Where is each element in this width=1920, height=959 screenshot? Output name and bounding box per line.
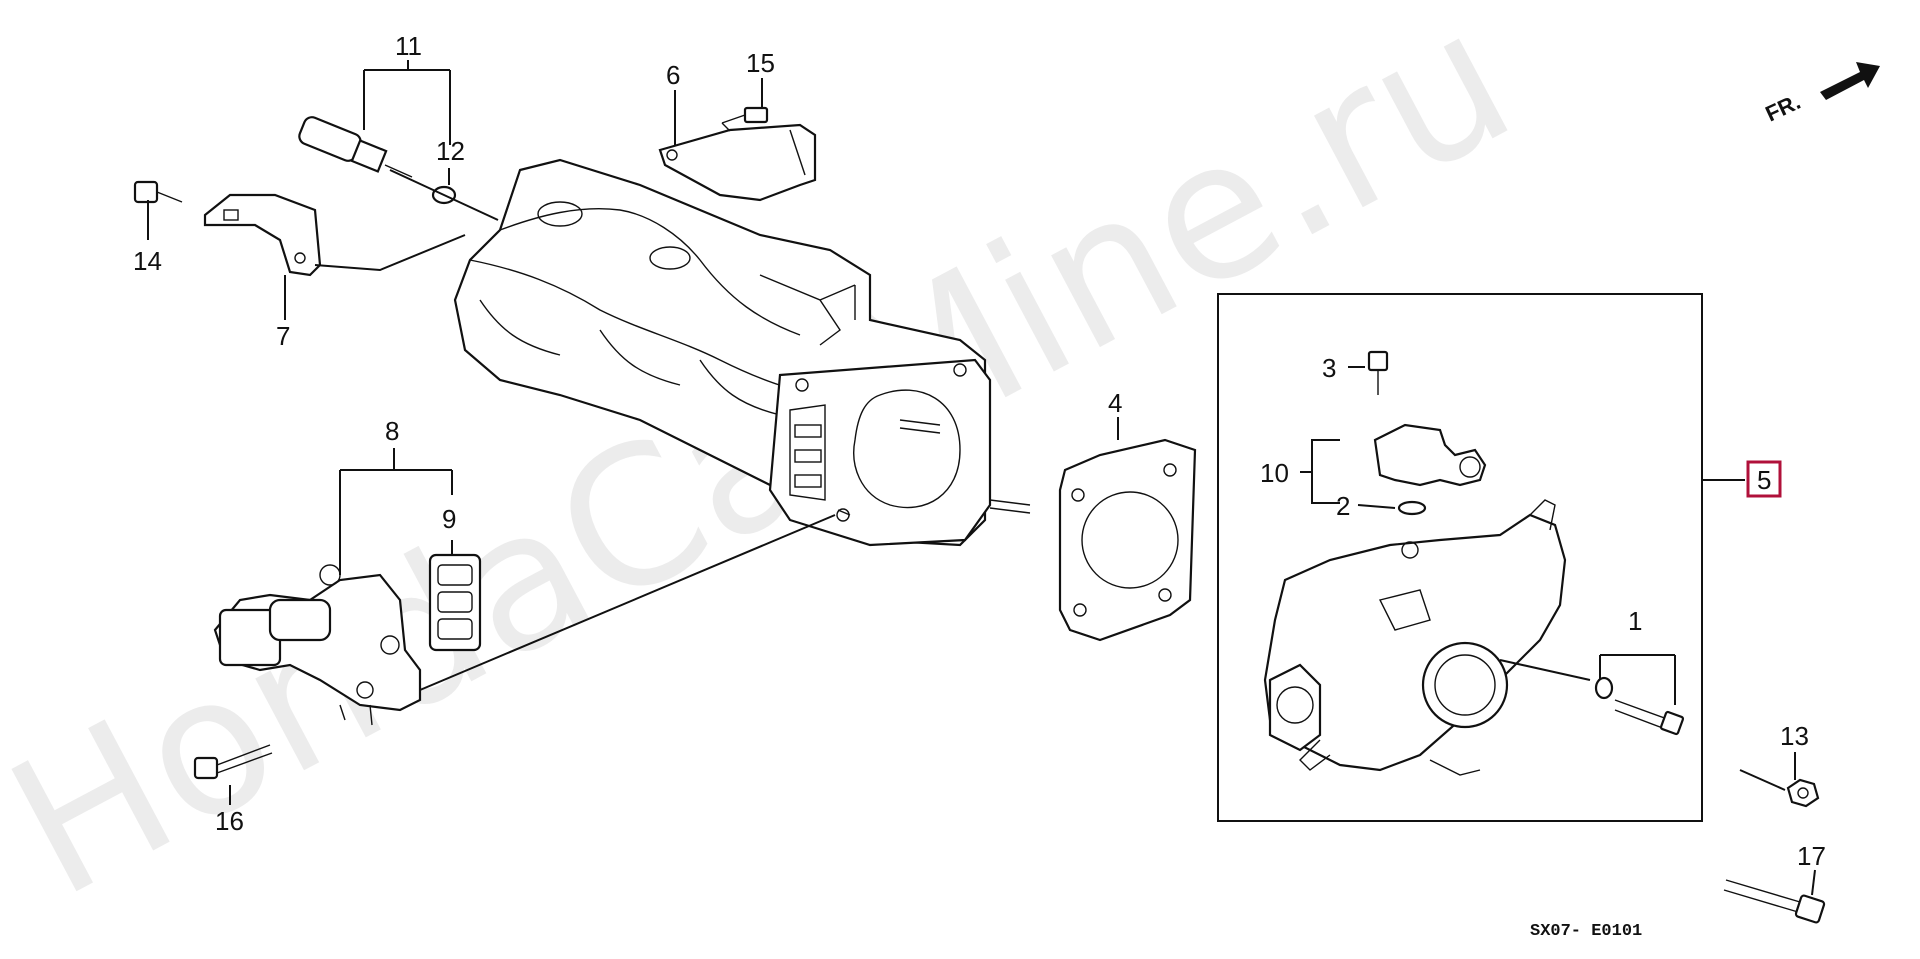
bracket-6[interactable] <box>658 123 817 202</box>
gasket-9[interactable] <box>428 553 482 652</box>
part-label-2[interactable]: 2 <box>1336 491 1350 521</box>
valve-assembly-8[interactable] <box>213 564 422 726</box>
part-label-10[interactable]: 10 <box>1260 458 1289 488</box>
part-label-4[interactable]: 4 <box>1108 388 1122 418</box>
bolt-15[interactable] <box>721 106 769 132</box>
diagram-code: SX07- E0101 <box>1530 922 1642 941</box>
bolt-17[interactable] <box>1723 879 1826 924</box>
part-label-11[interactable]: 11 <box>395 31 422 61</box>
arrow-icon <box>1820 62 1880 100</box>
bolt-16[interactable] <box>193 744 273 780</box>
part-label-15[interactable]: 15 <box>746 48 775 78</box>
part-label-14[interactable]: 14 <box>133 246 162 276</box>
part-label-5[interactable]: 5 <box>1757 465 1771 495</box>
part-label-1[interactable]: 1 <box>1628 606 1642 636</box>
front-direction-arrow: FR. <box>1762 62 1880 127</box>
screw-3[interactable] <box>1367 350 1389 395</box>
part-label-12[interactable]: 12 <box>436 136 465 166</box>
leader-lines <box>147 60 1816 896</box>
bracket-7[interactable] <box>203 193 322 277</box>
bolt-14[interactable] <box>133 180 183 204</box>
part-label-8[interactable]: 8 <box>385 416 399 446</box>
o-ring-2[interactable] <box>1397 500 1427 516</box>
part-label-16[interactable]: 16 <box>215 806 244 836</box>
nut-13[interactable] <box>1786 778 1820 808</box>
front-direction-label: FR. <box>1762 89 1805 127</box>
part-label-13[interactable]: 13 <box>1780 721 1809 751</box>
sensor-11[interactable] <box>297 115 413 178</box>
screw-1[interactable] <box>1594 676 1685 736</box>
sensor-10[interactable] <box>1373 423 1487 487</box>
intake-manifold[interactable] <box>453 158 1031 547</box>
assembly-5-box <box>1217 293 1703 822</box>
highlighted-part-box[interactable] <box>1746 460 1782 498</box>
part-label-3[interactable]: 3 <box>1322 353 1336 383</box>
part-label-9[interactable]: 9 <box>442 504 456 534</box>
part-label-17[interactable]: 17 <box>1797 841 1826 871</box>
throttle-body[interactable] <box>1263 499 1567 776</box>
part-label-6[interactable]: 6 <box>666 60 680 90</box>
gasket-4[interactable] <box>1058 438 1197 642</box>
part-label-7[interactable]: 7 <box>276 321 290 351</box>
